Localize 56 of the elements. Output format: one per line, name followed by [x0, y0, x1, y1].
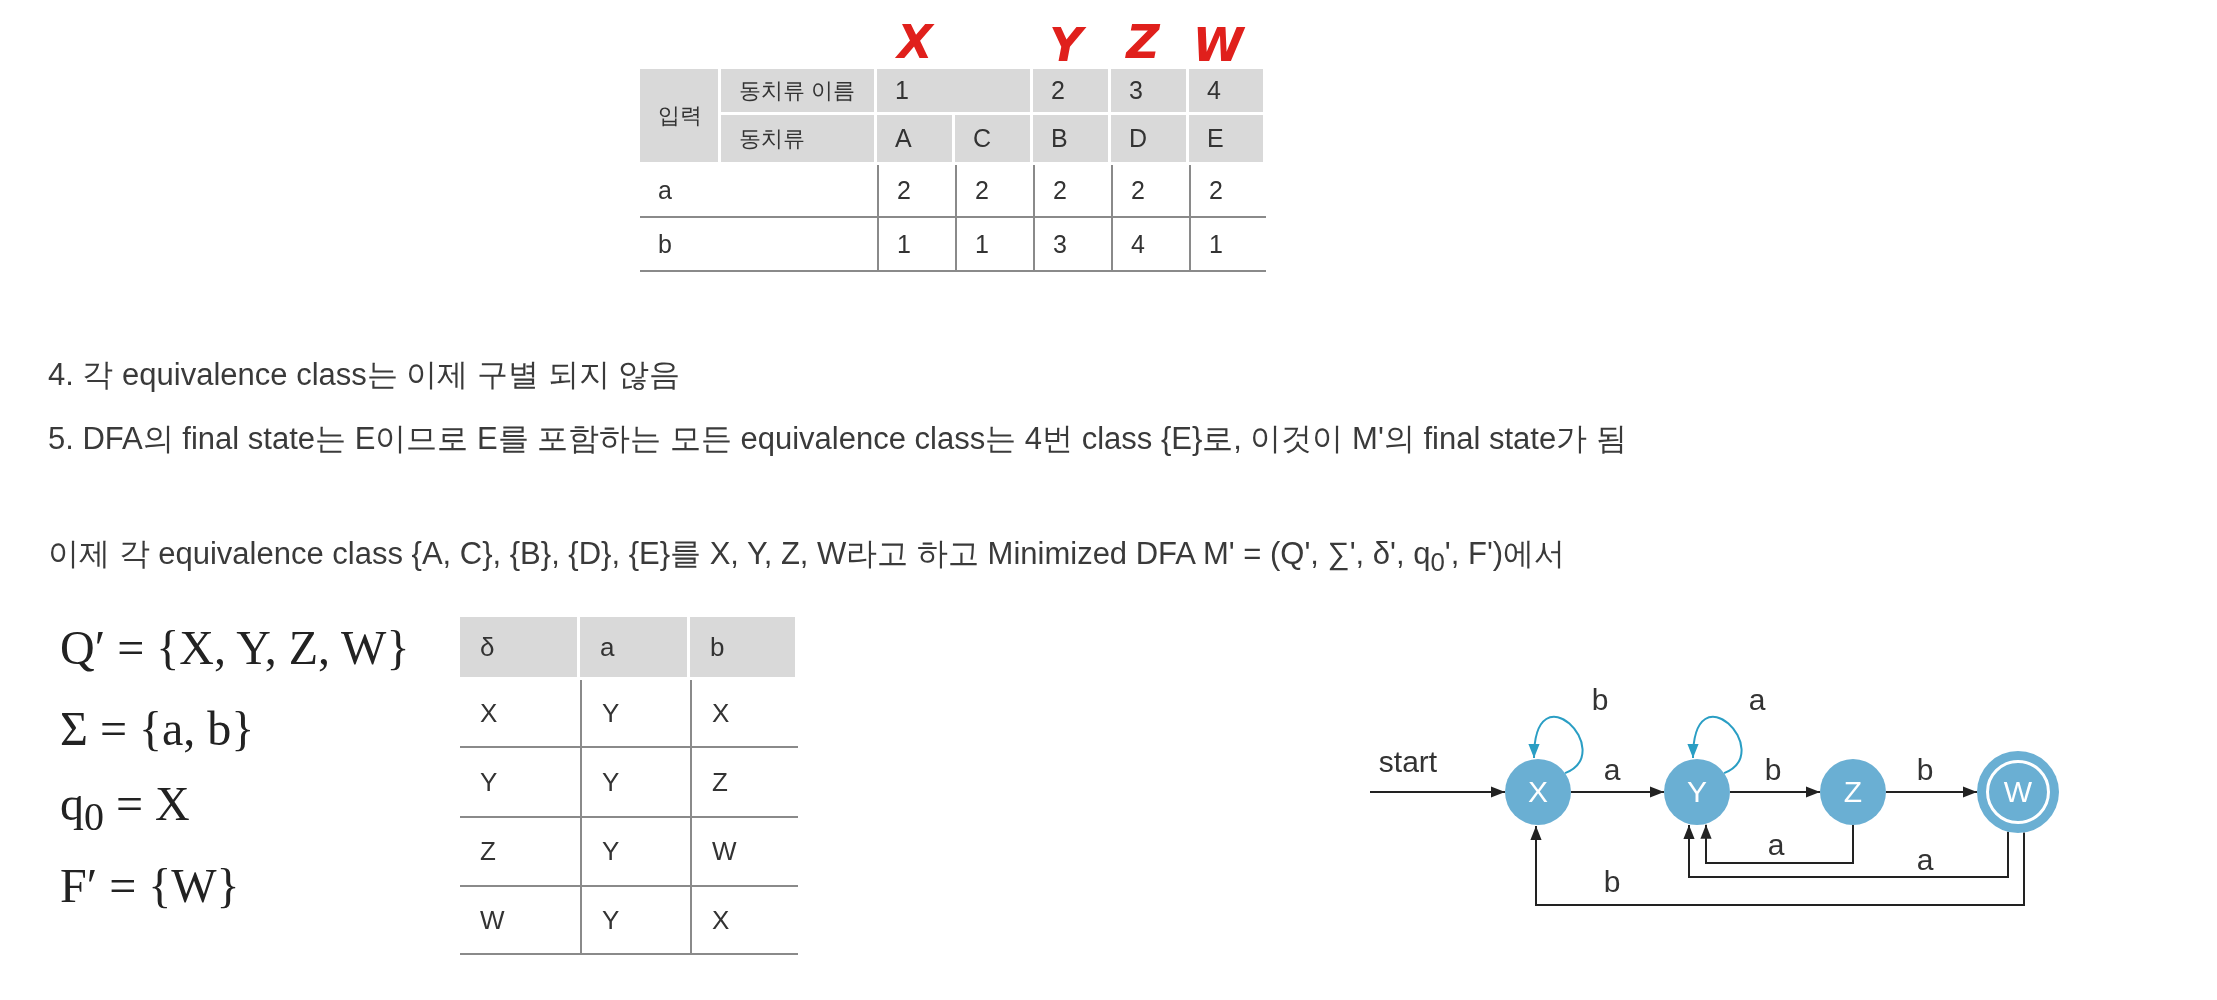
- handwritten-mark: W: [1192, 18, 1244, 72]
- loop-arrow: [1529, 715, 1584, 775]
- state-circle: Z: [1820, 759, 1886, 825]
- formula: F′ = {W}: [60, 857, 240, 913]
- header-cell: 3: [1111, 69, 1189, 115]
- formula: q$_{0}$ = X: [60, 775, 190, 841]
- arrow: [1885, 786, 1978, 798]
- state-circle: Y: [1664, 759, 1730, 825]
- text-line: 이제 각 equivalence class {A, C}, {B}, {D}, {E}를 X, Y, Z, W라고 하고 Minimized DFA M' = (Q', ∑', δ', q$_{0}$', F')에서: [48, 534, 1566, 578]
- table-cell: 1: [877, 218, 955, 272]
- table-cell: 2: [1033, 165, 1111, 218]
- accept-state-circle: W: [1977, 751, 2059, 833]
- table-cell: 2: [877, 165, 955, 218]
- arrow: [1530, 824, 2025, 906]
- table-cell: 2: [1111, 165, 1189, 218]
- table-cell: Y: [580, 748, 690, 818]
- loop-arrow: [1688, 715, 1743, 775]
- formula: Σ = {a, b}: [60, 700, 255, 756]
- text-line: 4. 각 equivalence class는 이제 구별 되지 않음: [48, 356, 681, 394]
- header-cell: A: [877, 115, 955, 165]
- table-cell: 2: [1189, 165, 1266, 218]
- header-cell: δ: [460, 617, 580, 680]
- arrow: [1729, 786, 1821, 798]
- table-cell: X: [690, 887, 798, 955]
- arrow: [1700, 823, 1854, 864]
- header-cell: B: [1033, 115, 1111, 165]
- arrow: [1683, 824, 2009, 878]
- header-cell: b: [690, 617, 798, 680]
- handwritten-mark: Z: [1126, 15, 1160, 69]
- table-cell: 4: [1111, 218, 1189, 272]
- header-cell: 입력: [640, 69, 721, 165]
- table-cell: X: [690, 680, 798, 748]
- header-cell: 4: [1189, 69, 1266, 115]
- state-circle: X: [1505, 759, 1571, 825]
- handwritten-mark: X: [897, 15, 933, 69]
- table-cell: Y: [580, 818, 690, 887]
- table-cell: Y: [580, 887, 690, 955]
- table-cell: Y: [580, 680, 690, 748]
- table-cell: 3: [1033, 218, 1111, 272]
- table-cell: Z: [690, 748, 798, 818]
- header-cell: E: [1189, 115, 1266, 165]
- text-line: 5. DFA의 final state는 E이므로 E를 포함하는 모든 equivalence class는 4번 class {E}로, 이것이 M'의 final state가 됨: [48, 420, 1627, 458]
- table-cell: 1: [955, 218, 1033, 272]
- header-cell: 동치류: [721, 115, 877, 165]
- arrow: [1570, 786, 1665, 798]
- table-cell: W: [690, 818, 798, 887]
- header-cell: 2: [1033, 69, 1111, 115]
- header-cell: a: [580, 617, 690, 680]
- header-cell: 1: [877, 69, 1033, 115]
- formula: Q′ = {X, Y, Z, W}: [60, 619, 410, 675]
- header-cell: C: [955, 115, 1033, 165]
- table-cell: 2: [955, 165, 1033, 218]
- header-cell: 동치류 이름: [721, 69, 877, 115]
- arrow: [1369, 786, 1506, 798]
- table-cell: 1: [1189, 218, 1266, 272]
- header-cell: D: [1111, 115, 1189, 165]
